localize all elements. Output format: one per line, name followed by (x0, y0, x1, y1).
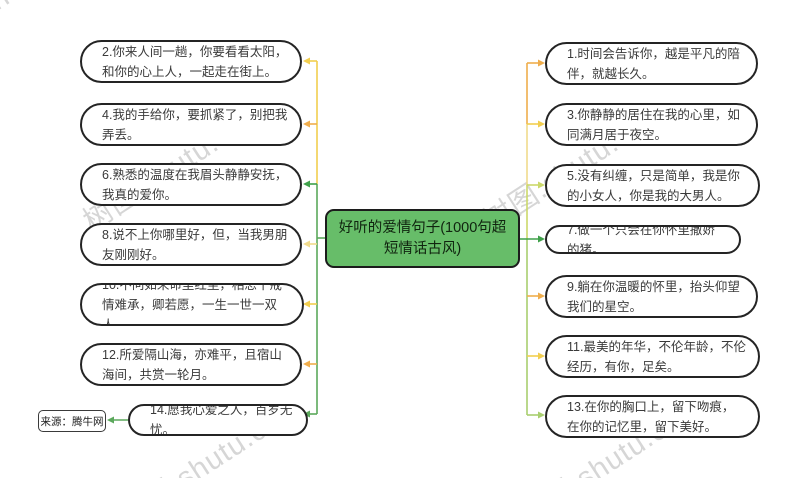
source-node[interactable]: 来源：腾牛网 (38, 410, 106, 432)
node-4[interactable]: 4.我的手给你，要抓紧了，别把我弄丢。 (80, 103, 302, 146)
node-14[interactable]: 14.愿我心爱之人，百岁无忧。 (128, 404, 308, 436)
arrowhead-icon (538, 120, 545, 128)
node-12[interactable]: 12.所爱隔山海，亦难平，且宿山海间，共赏一轮月。 (80, 343, 302, 386)
node-8[interactable]: 8.说不上你哪里好，但，当我男朋友刚刚好。 (80, 223, 302, 266)
node-7[interactable]: 7.做一个只会在你怀里撒娇的猪。 (545, 225, 741, 254)
node-1[interactable]: 1.时间会告诉你，越是平凡的陪伴，就越长久。 (545, 42, 758, 85)
left-edges (303, 57, 325, 418)
right-edges (520, 59, 545, 419)
node-10[interactable]: 10.不问如来命里红尘，相思十戒情难承，卿若愿，一生一世一双人。 (80, 283, 304, 326)
arrowhead-icon (303, 360, 310, 368)
arrowhead-icon (303, 180, 310, 188)
central-topic[interactable]: 好听的爱情句子(1000句超短情话古风) (325, 209, 520, 268)
arrowhead-icon (538, 292, 545, 300)
arrowhead-icon (538, 235, 545, 243)
node-5[interactable]: 5.没有纠缠，只是简单，我是你的小女人，你是我的大男人。 (545, 164, 760, 207)
node-9[interactable]: 9.躺在你温暖的怀里，抬头仰望我们的星空。 (545, 275, 758, 318)
arrowhead-icon (538, 411, 545, 419)
arrowhead-icon (538, 59, 545, 67)
arrowhead-icon (303, 57, 310, 65)
arrowhead-icon (303, 120, 310, 128)
arrowhead-icon (538, 352, 545, 360)
arrowhead-icon (303, 240, 310, 248)
arrowhead-icon (303, 300, 310, 308)
arrowhead-icon (538, 181, 545, 189)
arrowhead-icon (107, 416, 114, 424)
node-2[interactable]: 2.你来人间一趟，你要看看太阳，和你的心上人，一起走在街上。 (80, 40, 302, 83)
node-3[interactable]: 3.你静静的居住在我的心里，如同满月居于夜空。 (545, 103, 758, 146)
node-6[interactable]: 6.熟悉的温度在我眉头静静安抚，我真的爱你。 (80, 163, 302, 206)
node-11[interactable]: 11.最美的年华，不伦年龄，不伦经历，有你，足矣。 (545, 335, 760, 378)
node-13[interactable]: 13.在你的胸口上，留下吻痕，在你的记忆里，留下美好。 (545, 395, 760, 438)
source-edge (107, 416, 128, 424)
